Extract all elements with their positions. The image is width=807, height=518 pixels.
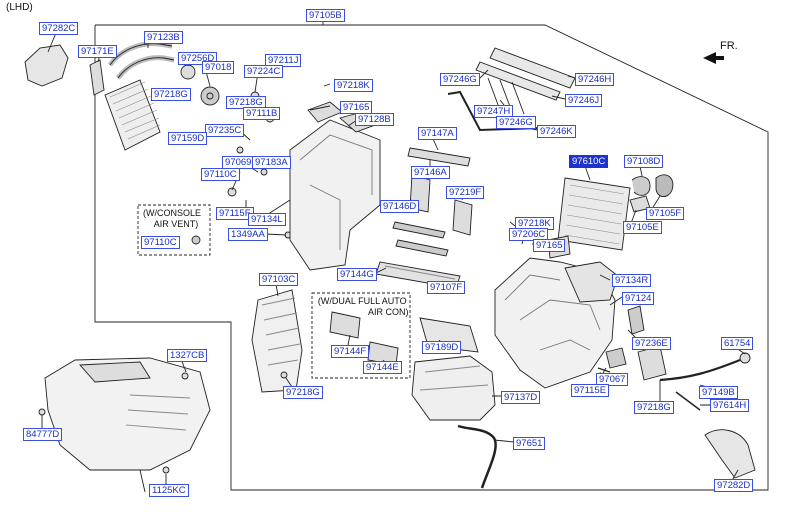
part-callout-97236E[interactable]: 97236E	[632, 337, 671, 350]
dual-note-line1: (W/DUAL FULL AUTO	[317, 296, 407, 306]
part-callout-97134R[interactable]: 97134R	[612, 274, 652, 287]
part-callout-97110C-a[interactable]: 97110C	[201, 168, 240, 181]
part-callout-97247H[interactable]: 97247H	[474, 105, 514, 118]
console-vent-note: (W/CONSOLE AIR VENT)	[143, 208, 201, 230]
part-callout-97103C[interactable]: 97103C	[259, 273, 299, 286]
console-note-line2: AIR VENT)	[153, 219, 199, 229]
part-callout-97235C[interactable]: 97235C	[205, 124, 245, 137]
part-callout-97144F[interactable]: 97144F	[331, 345, 370, 358]
dual-auto-note: (W/DUAL FULL AUTO AIR CON)	[316, 296, 409, 318]
part-callout-97107F[interactable]: 97107F	[427, 281, 466, 294]
front-direction-label: FR.	[720, 40, 738, 52]
part-callout-1327CB[interactable]: 1327CB	[167, 349, 208, 362]
part-callout-97651[interactable]: 97651	[513, 437, 546, 450]
part-callout-97171E[interactable]: 97171E	[78, 45, 117, 58]
part-callout-97111B[interactable]: 97111B	[243, 107, 281, 120]
part-callout-97134L[interactable]: 97134L	[248, 213, 286, 226]
part-callout-97183A[interactable]: 97183A	[252, 156, 291, 169]
part-callout-97246G-b[interactable]: 97246G	[496, 116, 536, 129]
part-callout-97189D[interactable]: 97189D	[422, 341, 462, 354]
part-callout-97282D[interactable]: 97282D	[714, 479, 754, 492]
part-callout-97610C[interactable]: 97610C	[569, 155, 609, 168]
part-callout-97246H[interactable]: 97246H	[575, 73, 615, 86]
part-callout-61754[interactable]: 61754	[721, 337, 754, 350]
part-callout-97219F[interactable]: 97219F	[446, 186, 485, 199]
part-callout-97144E[interactable]: 97144E	[363, 361, 402, 374]
part-callout-97218G-d[interactable]: 97218G	[634, 401, 674, 414]
part-callout-97224C[interactable]: 97224C	[244, 65, 284, 78]
part-callout-97137D[interactable]: 97137D	[501, 391, 541, 404]
part-callout-97123B[interactable]: 97123B	[144, 31, 183, 44]
part-callout-97147A[interactable]: 97147A	[418, 127, 457, 140]
part-callout-97282C[interactable]: 97282C	[39, 22, 79, 35]
part-callout-97218K-a[interactable]: 97218K	[334, 79, 373, 92]
part-callout-97110C-b[interactable]: 97110C	[141, 236, 180, 249]
part-callout-97165-b[interactable]: 97165	[533, 239, 566, 252]
part-callout-1125KC[interactable]: 1125KC	[149, 484, 189, 497]
part-callout-97146D[interactable]: 97146D	[380, 200, 420, 213]
part-callout-97115E[interactable]: 97115E	[571, 384, 610, 397]
part-callout-97128B[interactable]: 97128B	[355, 113, 394, 126]
part-callout-97206C[interactable]: 97206C	[509, 228, 549, 241]
part-callout-97146A[interactable]: 97146A	[411, 166, 450, 179]
console-note-line1: (W/CONSOLE	[143, 208, 202, 218]
part-callout-97218G-c[interactable]: 97218G	[283, 386, 323, 399]
front-arrow-icon	[703, 52, 724, 64]
part-callout-97018[interactable]: 97018	[202, 61, 235, 74]
part-callout-84777D[interactable]: 84777D	[23, 428, 63, 441]
variant-label: (LHD)	[6, 2, 33, 13]
part-callout-97105E[interactable]: 97105E	[623, 221, 662, 234]
part-callout-97614H[interactable]: 97614H	[710, 399, 750, 412]
part-callout-97246K[interactable]: 97246K	[537, 125, 576, 138]
part-callout-97067[interactable]: 97067	[596, 373, 629, 386]
part-callout-97246G[interactable]: 97246G	[440, 73, 480, 86]
part-callout-97159D[interactable]: 97159D	[168, 132, 208, 145]
part-callout-97105F[interactable]: 97105F	[646, 207, 685, 220]
dual-note-line2: AIR CON)	[368, 307, 409, 317]
part-callout-97108D[interactable]: 97108D	[624, 155, 664, 168]
part-callout-97218G-a[interactable]: 97218G	[151, 88, 191, 101]
part-callout-97105B[interactable]: 97105B	[306, 9, 345, 22]
part-callout-97144G[interactable]: 97144G	[337, 268, 377, 281]
part-callout-97149B[interactable]: 97149B	[699, 386, 738, 399]
part-callout-97246J[interactable]: 97246J	[565, 94, 603, 107]
part-callout-97124[interactable]: 97124	[622, 292, 655, 305]
part-callout-1349AA[interactable]: 1349AA	[228, 228, 268, 241]
